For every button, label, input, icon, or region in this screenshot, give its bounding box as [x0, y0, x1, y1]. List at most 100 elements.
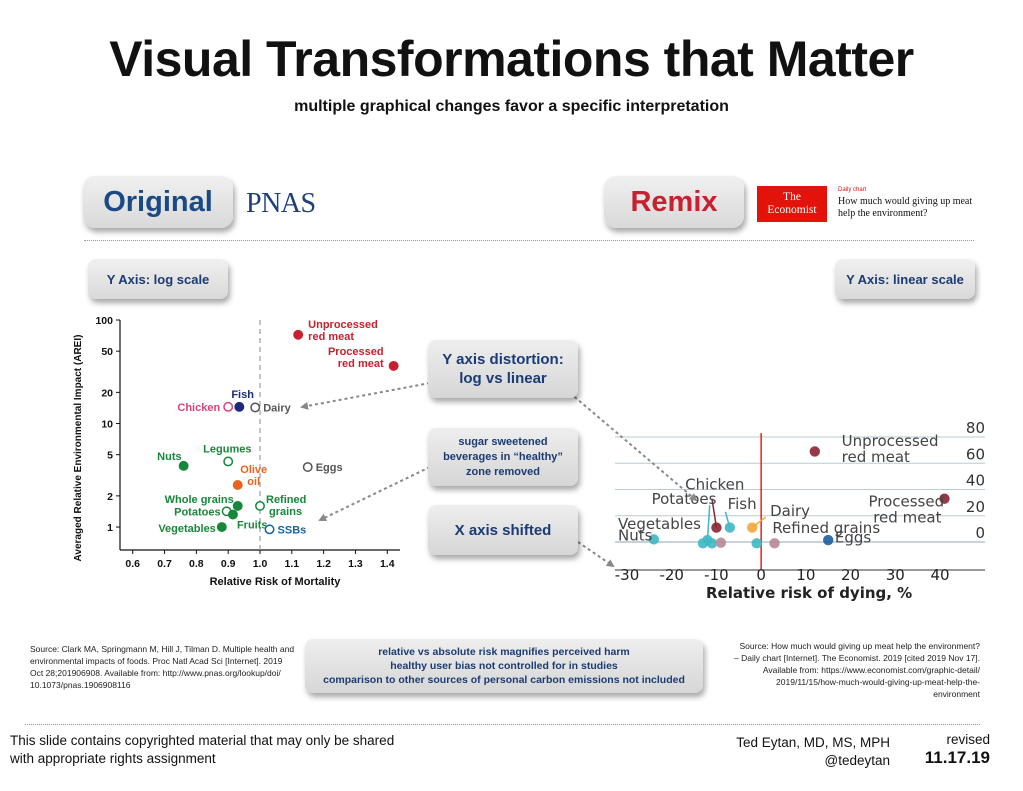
pnas-x-tick-label: 0.8 [189, 558, 204, 570]
ssb-callout-line1: sugar sweetened [458, 435, 548, 448]
pnas-point-ssbs [264, 524, 275, 535]
pnas-x-tick-label: 1.0 [253, 558, 268, 570]
economist-headline-line2: help the environment? [838, 208, 928, 219]
pnas-logo: PNAS [246, 188, 316, 219]
pnas-label-ssbs: SSBs [278, 524, 307, 536]
pnas-point-fruits [228, 509, 238, 520]
econ-point-eggs [823, 534, 834, 546]
ssb-callout-line3: zone removed [466, 465, 540, 478]
econ-x-tick-label: 30 [886, 566, 905, 584]
economist-source-citation: Source: How much would giving up meat he… [700, 640, 980, 700]
econ-label-nuts: Nuts [618, 527, 653, 545]
author-handle: @tedeytan [824, 753, 891, 768]
copyright-notice: This slide contains copyrighted material… [10, 732, 394, 768]
pnas-point-unprocessed-red-meat [293, 329, 304, 340]
econ-y-tick-label: 80 [966, 419, 985, 437]
pnas-x-tick-label: 1.4 [380, 558, 395, 570]
economist-logo-line1: The [783, 191, 801, 203]
econ-y-tick-label: 60 [966, 445, 985, 463]
pnas-point-olive-oil [232, 480, 243, 490]
revised-label: revised [946, 732, 990, 747]
econ-point-olive-oil [751, 538, 762, 549]
bottom-divider [25, 724, 980, 725]
econ-source-line: environment [933, 689, 980, 699]
arrow-to-pnas-dairy [300, 382, 431, 410]
economist-logo-line2: Economist [767, 204, 817, 216]
econ-point-fish [724, 522, 736, 533]
original-label-pill: Original [83, 176, 233, 228]
pnas-y-tick-label: 10 [101, 419, 113, 431]
econ-point-dairy [747, 522, 758, 533]
econ-x-tick-label: -30 [615, 566, 640, 584]
pnas-x-tick-label: 0.7 [157, 558, 172, 570]
econ-x-tick-label: 40 [930, 566, 949, 584]
arrow-to-pnas-ssbs [318, 466, 431, 521]
author-name: Ted Eytan, MD, MS, MPH [736, 735, 890, 750]
pnas-label-fish: Fish [231, 389, 254, 401]
ssb-callout-line2: beverages in “healthy” [443, 450, 563, 463]
slide-subtitle: multiple graphical changes favor a speci… [294, 98, 729, 115]
pnas-x-tick-label: 0.6 [125, 558, 140, 570]
econ-source-line: 2019/11/15/how-much-would-giving-up-meat… [776, 677, 980, 687]
econ-point-refined-grains [769, 538, 780, 549]
pnas-point-dairy [250, 402, 261, 413]
bottom-note-line3: comparison to other sources of personal … [323, 674, 685, 686]
economist-logo: The Economist [757, 186, 827, 222]
bottom-note-line1: relative vs absolute risk magnifies perc… [378, 646, 630, 658]
econ-y-tick-label: 40 [966, 472, 985, 490]
econ-leader-potatoes [706, 505, 711, 541]
remix-label: Remix [630, 185, 718, 218]
econ-x-tick-label: 0 [756, 566, 766, 584]
pnas-y-tick-label: 5 [107, 450, 113, 462]
daily-chart-tag: Daily chart [838, 187, 867, 193]
remix-label-pill: Remix [604, 176, 744, 228]
pnas-label-legumes: Legumes [203, 443, 251, 455]
revision-block: revised 11.17.19 [905, 731, 990, 768]
pnas-label-whole-grains: Whole grains [165, 494, 234, 506]
econ-label-chicken: Chicken [685, 476, 744, 494]
economist-headline: How much would giving up meat help the e… [838, 196, 972, 220]
pnas-y-tick-label: 100 [95, 315, 113, 327]
econ-label-eggs: Eggs [835, 529, 872, 547]
revised-date: 11.17.19 [924, 748, 990, 767]
arrow-to-econ-chart [569, 392, 698, 502]
pnas-label-potatoes: Potatoes [174, 506, 220, 518]
pnas-label-dairy: Dairy [263, 402, 291, 414]
econ-y-tick-label: 0 [975, 524, 985, 542]
econ-y-tick-label: 20 [966, 498, 985, 516]
y-axis-distortion-callout: Y axis distortion: log vs linear [428, 340, 578, 398]
original-label: Original [103, 185, 213, 218]
pnas-x-tick-label: 0.9 [221, 558, 236, 570]
x-axis-shifted-callout: X axis shifted [428, 505, 578, 555]
log-scale-note: Y Axis: log scale [88, 259, 228, 299]
pnas-label-vegetables: Vegetables [158, 523, 215, 535]
pnas-source-line: environmental impacts of foods. Proc Nat… [30, 656, 283, 666]
pnas-label-refined-grains: Refined grains [266, 494, 306, 518]
pnas-source-line: 10.1073/pnas.1906908116 [30, 680, 131, 690]
arrow-to-econ-xaxis [577, 541, 615, 568]
econ-x-tick-label: -20 [659, 566, 684, 584]
econ-point-nuts [697, 538, 709, 549]
y-axis-callout-line2: log vs linear [459, 370, 547, 387]
pnas-y-tick-label: 1 [107, 522, 113, 534]
pnas-point-chicken [223, 401, 234, 412]
pnas-x-tick-label: 1.3 [348, 558, 363, 570]
pnas-x-tick-label: 1.1 [285, 558, 300, 570]
econ-label-fish: Fish [728, 495, 757, 513]
slide-title: Visual Transformations that Matter [109, 31, 914, 87]
bottom-note-line2: healthy user bias not controlled for in … [390, 660, 618, 672]
pnas-point-vegetables [216, 522, 227, 532]
econ-point-chicken [711, 522, 722, 533]
log-scale-note-text: Y Axis: log scale [106, 271, 210, 287]
pnas-point-processed-red-meat [388, 360, 399, 371]
pnas-point-whole-grains [232, 500, 243, 511]
econ-point-unprocessed-red-meat [809, 446, 820, 457]
pnas-y-tick-label: 20 [101, 387, 113, 399]
x-axis-callout-text: X axis shifted [454, 521, 552, 539]
copyright-line1: This slide contains copyrighted material… [10, 733, 395, 748]
pnas-chart-xlabel: Relative Risk of Mortality [210, 576, 342, 588]
